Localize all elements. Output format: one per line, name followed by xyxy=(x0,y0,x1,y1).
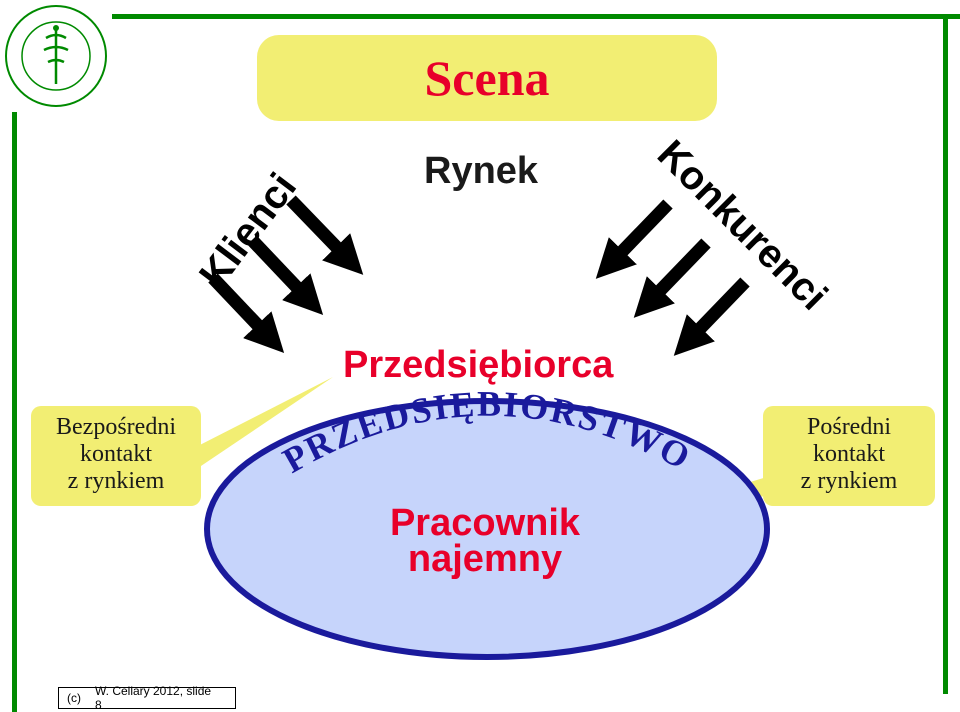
employee-label-line1: Pracownik xyxy=(389,502,581,544)
employee-label-line2: najemny xyxy=(407,538,563,580)
university-logo xyxy=(5,5,107,107)
competitors-arrow-1 xyxy=(595,199,673,279)
frame-right-line xyxy=(943,14,948,694)
market-label: Rynek xyxy=(424,150,539,192)
footer-text: W. Cellary 2012, slide 8 xyxy=(95,684,212,712)
direct-contact-pointer xyxy=(190,377,333,468)
indirect-contact-line3: z rynkiem xyxy=(800,468,898,494)
competitors-arrow-3 xyxy=(673,277,750,356)
slide-title: Scena xyxy=(424,50,550,106)
direct-contact-line1: Bezpośredni xyxy=(56,414,176,440)
entrepreneur-label: Przedsiębiorca xyxy=(343,344,614,386)
title-box: Scena xyxy=(257,35,717,121)
enterprise-ellipse xyxy=(204,398,770,660)
clients-arrow-1 xyxy=(208,273,285,353)
direct-contact-line2: kontakt xyxy=(80,441,152,467)
direct-contact-line3: z rynkiem xyxy=(67,468,165,494)
competitors-arrow-2 xyxy=(633,238,711,318)
indirect-contact-line1: Pośredni xyxy=(807,414,891,440)
indirect-contact-line2: kontakt xyxy=(813,441,885,467)
indirect-contact-callout: Pośredni kontakt z rynkiem xyxy=(763,406,935,506)
employee-label: Pracownik najemny xyxy=(340,502,630,580)
footer-copyright: (c) xyxy=(67,691,81,705)
clients-arrow-3 xyxy=(286,195,364,275)
clients-arrow-2 xyxy=(247,235,324,315)
slide-footer: (c) W. Cellary 2012, slide 8 xyxy=(58,684,236,712)
direct-contact-callout: Bezpośredni kontakt z rynkiem xyxy=(31,406,201,506)
frame-top-line xyxy=(112,14,960,19)
frame-left-line xyxy=(12,112,17,712)
